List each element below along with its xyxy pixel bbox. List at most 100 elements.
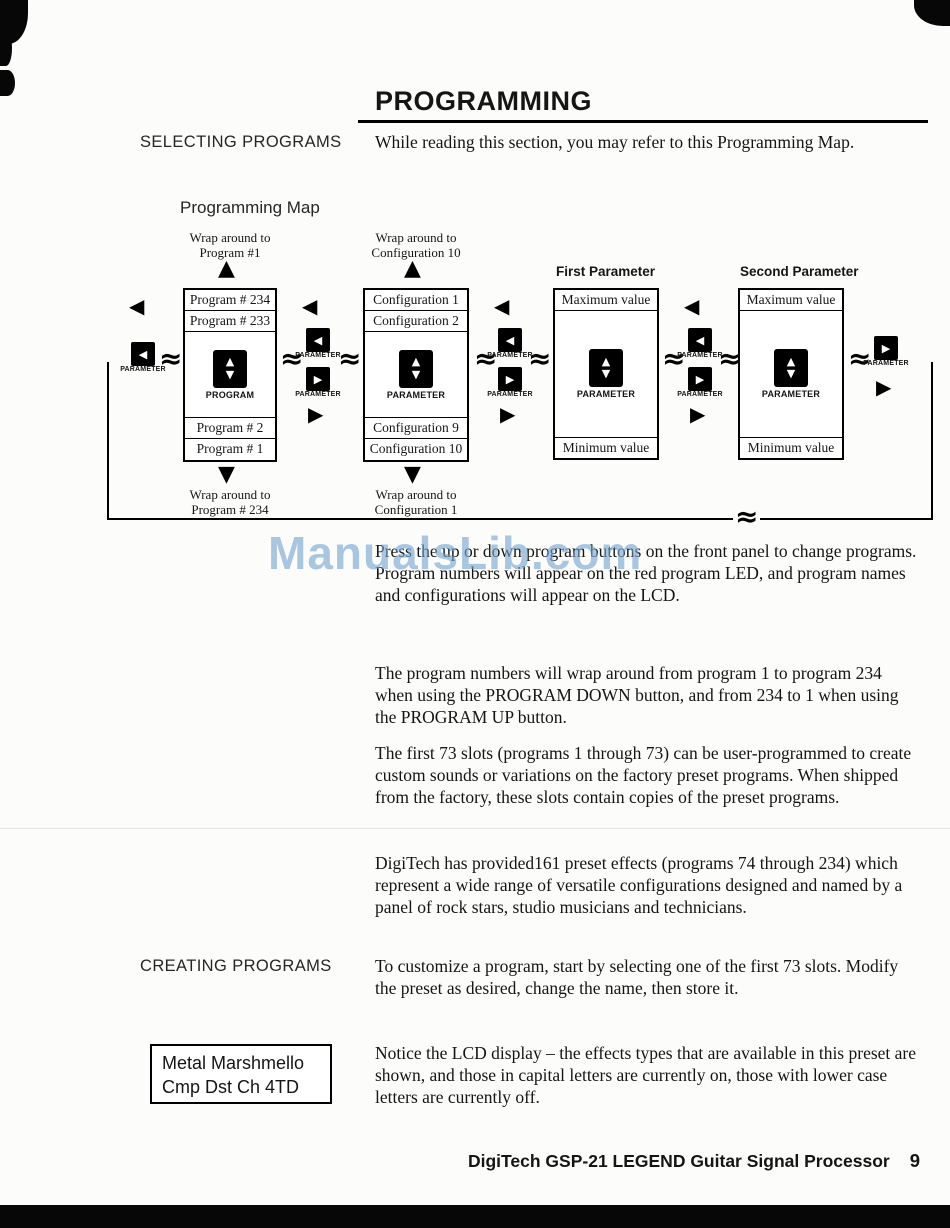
program-row: Program # 234: [185, 290, 275, 311]
approx-connector-icon: ≈: [159, 342, 183, 375]
left-arrow-icon: ◀: [684, 294, 700, 318]
right-arrow-icon: ▶: [313, 372, 323, 386]
first-parameter-box: Maximum value ▲ ▼ PARAMETER Minimum valu…: [553, 288, 659, 460]
intro-paragraph: While reading this section, you may refe…: [375, 132, 855, 152]
configuration-button-cell: ▲ ▼ PARAMETER: [365, 332, 467, 418]
scan-artifact-top-right: [914, 0, 950, 26]
parameter-left-button: ◀: [131, 342, 155, 366]
maximum-value-row: Maximum value: [740, 290, 842, 311]
wrap-note-line: Program #1: [199, 245, 261, 261]
parameter-left-button: ◀: [688, 328, 712, 352]
wrap-note-line: Wrap around to: [189, 487, 271, 502]
parameter-button-label: PARAMETER: [677, 352, 723, 359]
left-arrow-icon: ◀: [138, 347, 148, 361]
approx-connector-icon: ≈: [280, 342, 304, 375]
down-arrow-icon: ▼: [786, 367, 796, 380]
maximum-value-row: Maximum value: [555, 290, 657, 311]
parameter-button-label: PARAMETER: [386, 389, 446, 400]
approx-connector-icon: ≈: [338, 342, 362, 375]
section-heading-selecting-programs: SELECTING PROGRAMS: [140, 133, 342, 151]
wrap-note-line: Configuration 10: [371, 245, 461, 261]
approx-connector-icon: ≈: [733, 500, 761, 533]
page-number: 9: [909, 1150, 920, 1171]
parameter-button-label: PARAMETER: [863, 360, 909, 367]
up-arrow-icon: ▲: [411, 355, 421, 369]
parameter-button-label: PARAMETER: [677, 391, 723, 398]
parameter-right-button: ▶: [688, 367, 712, 391]
second-parameter-box: Maximum value ▲ ▼ PARAMETER Minimum valu…: [738, 288, 844, 460]
connector-far-right: ▶ PARAMETER ▶: [863, 336, 909, 399]
connector-group-1: ◀ ◀ PARAMETER ▶ PARAMETER ▶: [295, 296, 341, 426]
parameter-button-label: PARAMETER: [487, 391, 533, 398]
configuration-list-box: Configuration 1 Configuration 2 ▲ ▼ PARA…: [363, 288, 469, 462]
minimum-value-row: Minimum value: [740, 437, 842, 458]
right-arrow-icon: ▶: [308, 402, 324, 426]
left-arrow-icon: ◀: [494, 294, 510, 318]
up-arrow-icon: ▲: [786, 354, 796, 368]
program-wrap-bottom-note: Wrap around to Program # 234: [163, 487, 297, 518]
title-rule: [358, 120, 928, 123]
right-arrow-icon: ▶: [690, 402, 706, 426]
wrap-note-line: Wrap around to: [189, 230, 271, 245]
left-arrow-icon: ◀: [695, 333, 705, 347]
parameter-up-down-button: ▲ ▼: [399, 349, 433, 388]
wrap-note-line: Wrap around to: [375, 230, 457, 245]
paragraph-change-programs: Press the up or down program buttons on …: [375, 541, 917, 606]
lcd-display-sample: Metal Marshmello Cmp Dst Ch 4TD: [150, 1044, 332, 1104]
parameter-button-label: PARAMETER: [761, 389, 821, 399]
approx-connector-icon: ≈: [848, 342, 872, 375]
first-parameter-button-cell: ▲ ▼ PARAMETER: [555, 311, 657, 437]
program-row: Program # 2: [185, 418, 275, 439]
scan-artifact-left-2: [0, 70, 15, 96]
parameter-right-button: ▶: [306, 367, 330, 391]
parameter-left-button: ◀: [498, 328, 522, 352]
diagram-loop-border: [107, 362, 933, 520]
down-arrow-icon: ▼: [218, 462, 235, 487]
left-arrow-icon: ◀: [505, 333, 515, 347]
program-list-box: Program # 234 Program # 233 ▲ ▼ PROGRAM …: [183, 288, 277, 462]
parameter-button-label: PARAMETER: [295, 352, 341, 359]
wrap-note-line: Program # 234: [191, 502, 269, 518]
right-arrow-icon: ▶: [500, 402, 516, 426]
down-arrow-icon: ▼: [225, 367, 235, 381]
paragraph-wrap-around: The program numbers will wrap around fro…: [375, 663, 899, 728]
down-arrow-icon: ▼: [601, 367, 611, 380]
wrap-note-line: Wrap around to: [375, 487, 457, 502]
paragraph-preset-effects: DigiTech has provided161 preset effects …: [375, 853, 903, 918]
left-arrow-icon: ◀: [302, 294, 318, 318]
left-arrow-icon: ◀: [313, 333, 323, 347]
connector-far-left: ◀ ◀ PARAMETER: [120, 296, 166, 373]
paragraph-customize: To customize a program, start by selecti…: [375, 956, 899, 999]
right-arrow-icon: ▶: [695, 372, 705, 386]
wrap-note-line: Configuration 1: [374, 502, 458, 518]
program-row: Program # 1: [196, 441, 264, 456]
up-arrow-icon: ▲: [225, 355, 235, 369]
parameter-right-button: ▶: [498, 367, 522, 391]
parameter-right-button: ▶: [874, 336, 898, 360]
up-arrow-icon: ▲: [601, 354, 611, 368]
right-arrow-icon: ▶: [876, 375, 892, 399]
parameter-button-label: PARAMETER: [295, 391, 341, 398]
lcd-line-2: Cmp Dst Ch 4TD: [162, 1077, 300, 1098]
configuration-wrap-bottom-note: Wrap around to Configuration 1: [350, 487, 482, 518]
program-button-cell: ▲ ▼ PROGRAM: [185, 332, 275, 418]
minimum-value-row: Minimum value: [555, 437, 657, 458]
manualslib-watermark: ManualsLib.com: [268, 527, 643, 579]
connector-group-2: ◀ ◀ PARAMETER ▶ PARAMETER ▶: [487, 296, 533, 426]
approx-connector-icon: ≈: [474, 342, 498, 375]
parameter-button-label: PARAMETER: [487, 352, 533, 359]
approx-connector-icon: ≈: [718, 342, 742, 375]
parameter-button-label: PARAMETER: [120, 366, 166, 373]
program-wrap-top-note: Wrap around to Program #1: [163, 230, 297, 261]
approx-connector-icon: ≈: [528, 342, 552, 375]
scan-artifact-bottom-bar: [0, 1205, 950, 1228]
scan-artifact-left-1: [0, 30, 12, 66]
program-button-label: PROGRAM: [205, 389, 255, 400]
second-parameter-button-cell: ▲ ▼ PARAMETER: [740, 311, 842, 437]
configuration-wrap-top-note: Wrap around to Configuration 10: [350, 230, 482, 261]
program-up-down-button: ▲ ▼: [213, 349, 247, 388]
right-arrow-icon: ▶: [881, 341, 891, 355]
paragraph-lcd-notice: Notice the LCD display – the effects typ…: [375, 1043, 917, 1108]
parameter-up-down-button: ▲ ▼: [774, 349, 808, 387]
configuration-row: Configuration 1: [365, 290, 467, 311]
